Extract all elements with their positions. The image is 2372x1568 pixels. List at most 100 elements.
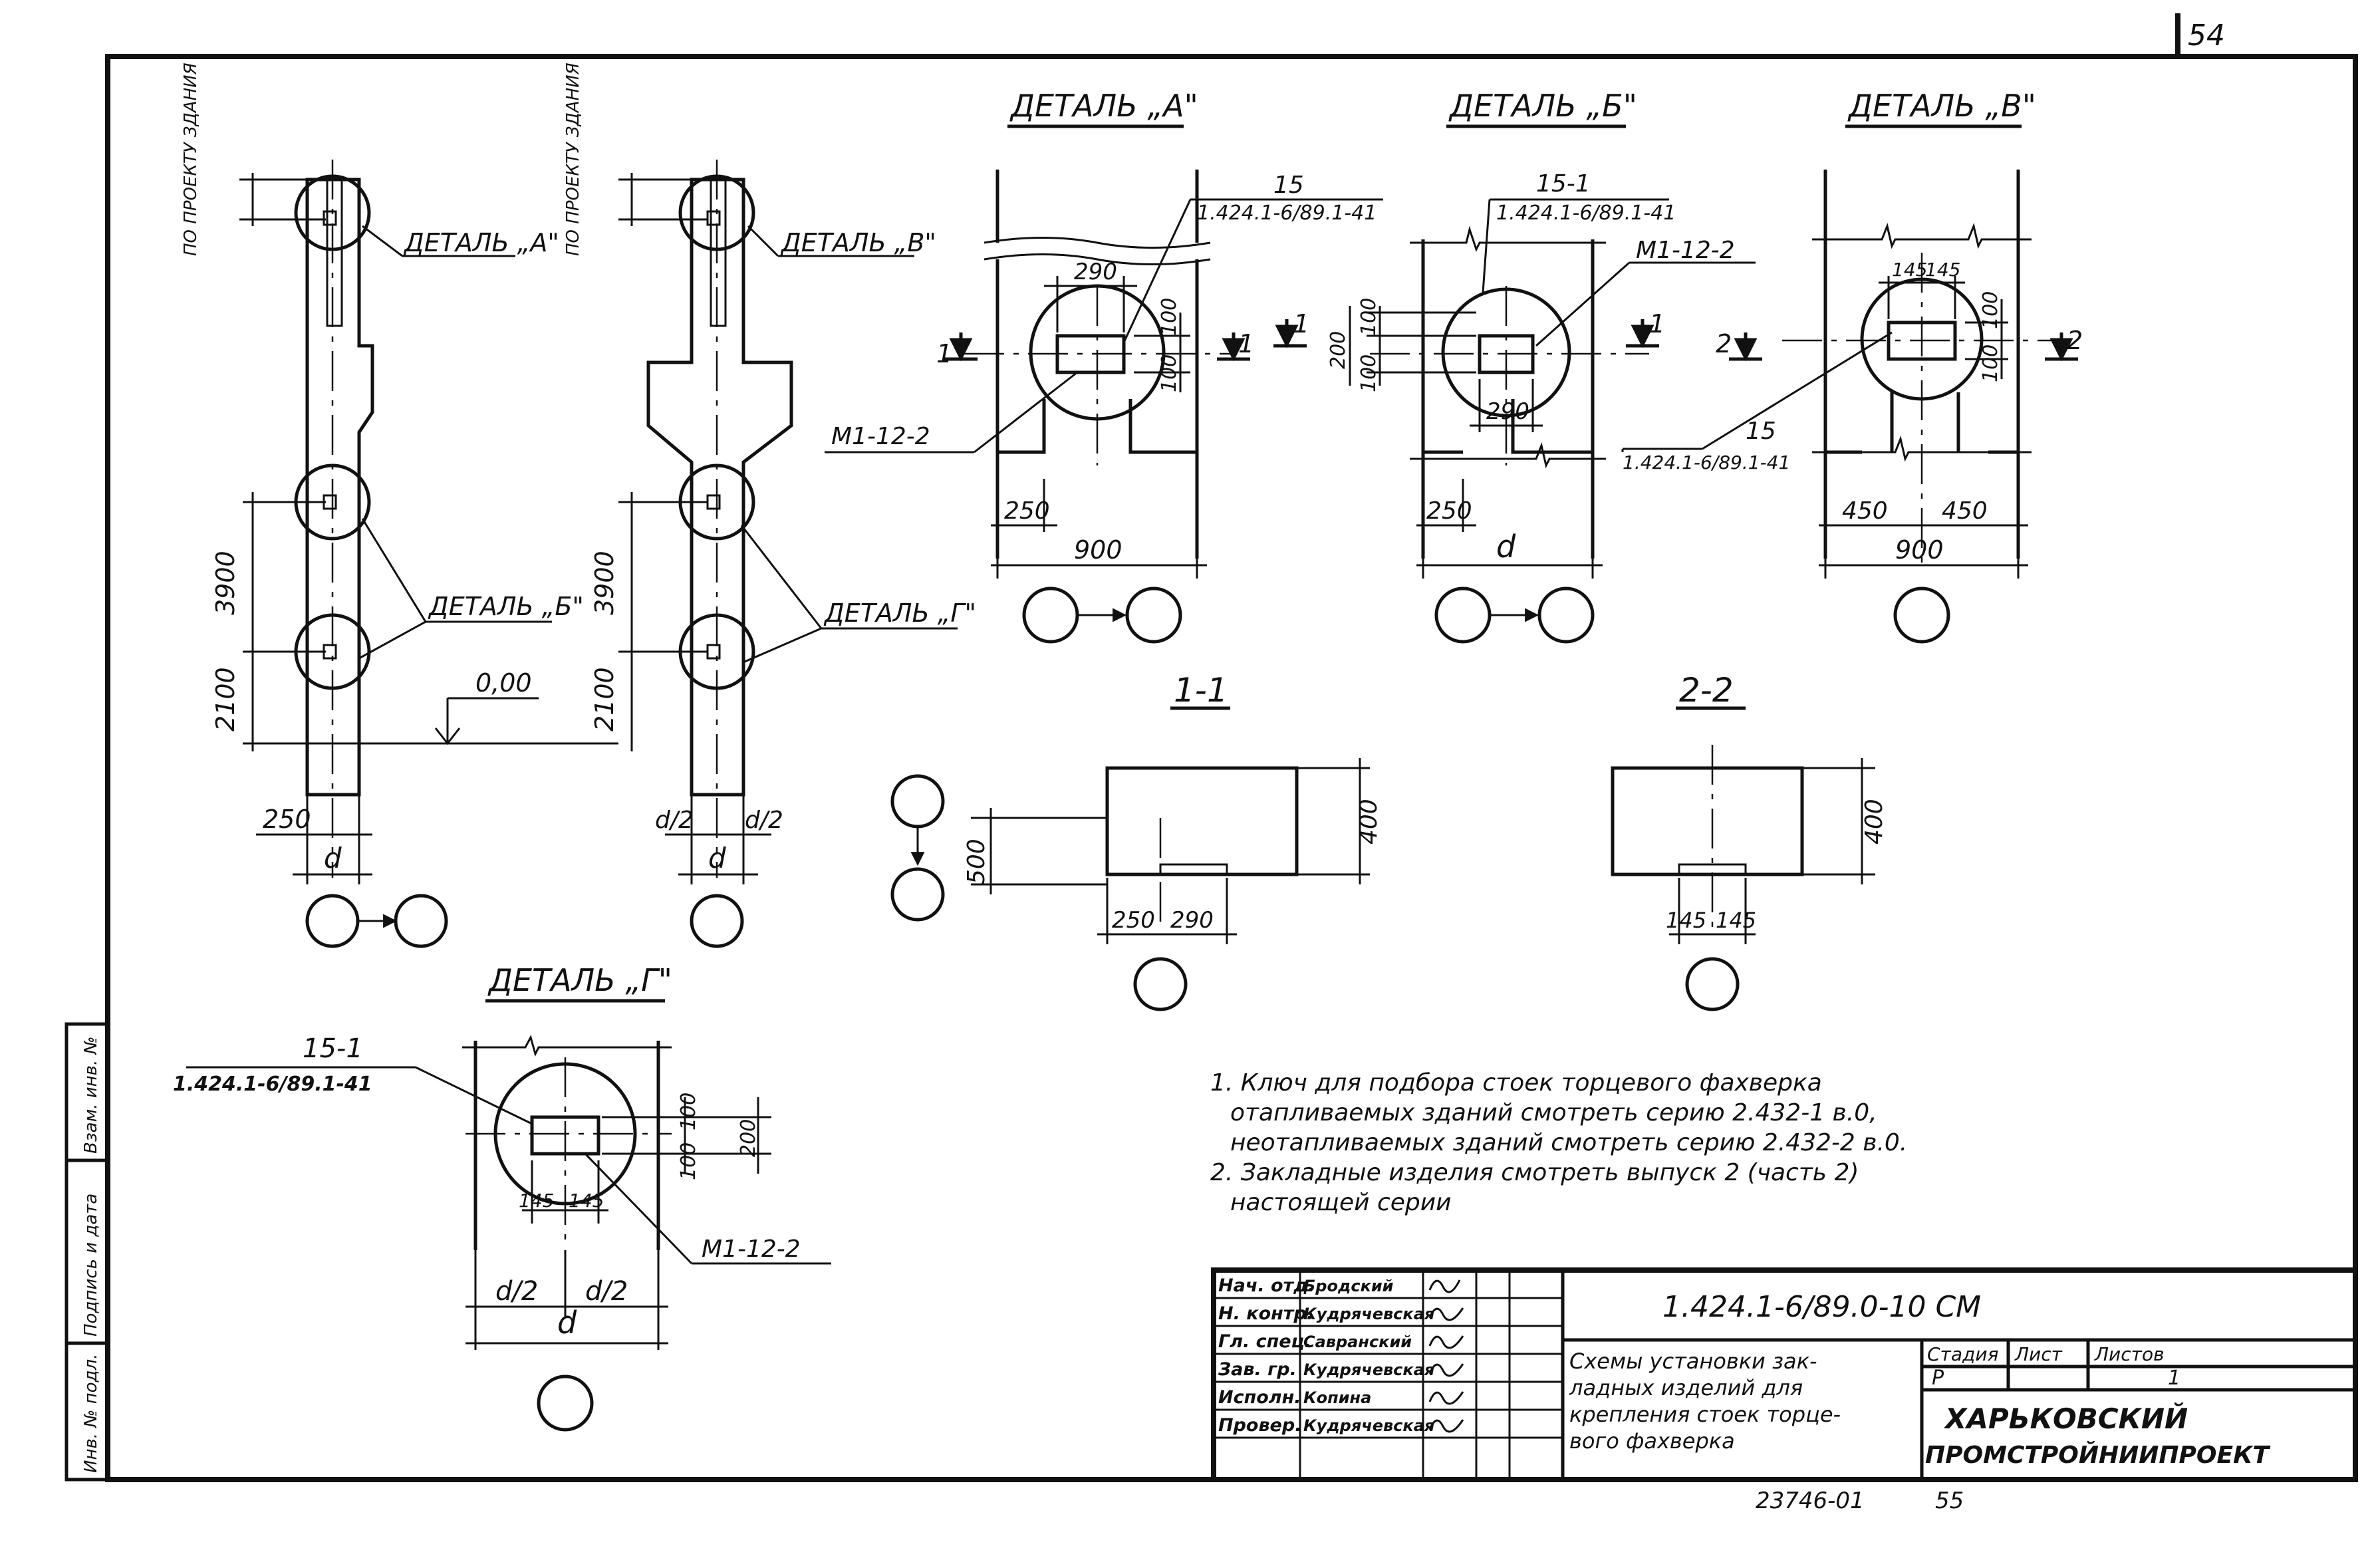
doc-code: 1.424.1-6/89.0-10 СМ [1662,1290,1981,1324]
detail-a-d900: 900 [1074,535,1122,565]
section-11-d250: 250 [1112,907,1155,934]
detail-b-ref-series: 1.424.1-6/89.1-41 [1496,201,1676,225]
role-6: Провер. [1218,1415,1301,1436]
title-block: Нач. отд. Н. контр. Гл. спец. Зав. гр. И… [1211,1267,2358,1482]
detail-g-v1: 100 [677,1093,700,1130]
detail-b: ДЕТАЛЬ „Б" М1-12-2 15-1 1.424.1-6/89.1-4… [1273,88,1756,644]
right-detail-v-label: ДЕТАЛЬ „В" [780,228,936,257]
detail-a-mark: М1-12-2 [831,423,930,450]
detail-b-v2: 100 [1357,354,1381,392]
detail-a-cut-right: 1 [1238,329,1254,358]
section-11-title: 1-1 [1174,671,1228,710]
left-level-mark: 0,00 [475,668,532,698]
left-detail-b-label: ДЕТАЛЬ „Б" [428,592,584,621]
detail-b-cut-right: 1 [1649,309,1665,338]
detail-v-cut-right: 2 [2067,326,2083,355]
detail-a-w-290: 290 [1074,259,1117,285]
sheet-label: Лист [2014,1343,2063,1365]
detail-b-d250: 250 [1426,497,1472,525]
name-5: Копина [1303,1388,1371,1407]
detail-v: ДЕТАЛЬ „В" 145 145 100 100 2 2 15 1.424.… [1621,88,2083,644]
name-1: Бродский [1303,1277,1394,1295]
detail-b-ref-num: 15-1 [1536,170,1591,197]
name-4: Кудрячевская [1303,1361,1434,1379]
org-name-line-2: ПРОМСТРОЙНИИПРОЕКТ [1925,1441,2271,1469]
left-dim-250: 250 [263,805,311,834]
detail-v-v1: 100 [1979,291,2002,329]
detail-v-h1: 145 [1892,259,1927,281]
detail-b-title: ДЕТАЛЬ „Б" [1448,88,1637,124]
detail-g-v2: 100 [677,1142,700,1180]
role-4: Зав. гр. [1218,1359,1297,1380]
section-11-d400: 400 [1355,799,1383,845]
detail-g-ref-num: 15-1 [303,1033,363,1064]
right-dim-3900: 3900 [590,551,619,615]
stamp-replace-inv: Взам. инв. № [81,1036,101,1154]
detail-b-v200: 200 [1327,331,1350,369]
detail-v-ref-series: 1.424.1-6/89.1-41 [1623,452,1790,473]
detail-b-w-290: 290 [1486,398,1529,425]
name-3: Савранский [1303,1333,1412,1351]
left-top-label: ПО ПРОЕКТУ ЗДАНИЯ [181,63,201,256]
left-detail-a-label: ДЕТАЛЬ „А" [403,228,559,257]
detail-a-cut-left: 1 [936,339,952,368]
detail-a-ref-series: 1.424.1-6/89.1-41 [1197,201,1377,225]
detail-v-cut-left: 2 [1716,329,1732,358]
role-2: Н. контр. [1218,1303,1313,1324]
left-dim-d: d [324,842,342,874]
column-right: ПО ПРОЕКТУ ЗДАНИЯ ДЕТАЛЬ „В" ДЕТАЛЬ „Г" … [563,63,976,948]
detail-a-d250: 250 [1004,497,1050,525]
column-left: ПО ПРОЕКТУ ЗДАНИЯ ДЕТАЛЬ „А" ДЕТАЛЬ „Б" … [181,63,618,948]
sheets-value: 1 [2168,1367,2180,1390]
detail-v-v2: 100 [1979,344,2002,382]
footer-page: 55 [1935,1488,1964,1514]
right-dim-2100: 2100 [590,667,619,731]
detail-v-d450b: 450 [1942,497,1988,525]
sheets-label: Листов [2094,1343,2165,1365]
detail-v-h2: 145 [1925,259,1960,281]
stamp-signature-date: Подпись и дата [81,1194,101,1337]
role-5: Исполн. [1218,1387,1301,1408]
stamp-inv-no: Инв. № подл. [81,1354,101,1473]
stage-label: Стадия [1927,1343,1998,1365]
doc-title-line-2: ладных изделий для [1569,1375,1803,1400]
detail-a-v1: 100 [1158,298,1181,336]
detail-g-dim-d: d [557,1305,577,1341]
role-3: Гл. спец. [1218,1331,1311,1352]
right-top-label: ПО ПРОЕКТУ ЗДАНИЯ [563,63,583,256]
right-dim-half-right: d/2 [745,807,783,834]
detail-g: ДЕТАЛЬ „Г" 100 100 200 145 145 15-1 1.42… [173,962,831,1432]
section-1-1: 1-1 400 500 250 290 [890,671,1383,1011]
detail-v-ref-num: 15 [1746,418,1776,445]
section-2-2: 2-2 400 145 145 [1611,671,1888,1011]
section-22-d145a: 145 [1666,908,1706,933]
detail-b-v1: 100 [1357,298,1381,336]
stage-value: Р [1932,1367,1944,1390]
role-1: Нач. отд. [1218,1275,1315,1296]
section-11-d290: 290 [1170,907,1214,934]
detail-v-d450a: 450 [1842,497,1888,525]
sheet-number: 54 [2188,19,2225,53]
doc-title-line-1: Схемы установки зак- [1569,1349,1817,1374]
section-22-d145b: 145 [1716,908,1756,933]
footer-doc-no: 23746-01 [1756,1488,1865,1514]
detail-g-half-right: d/2 [585,1276,628,1307]
note-line-1: 1. Ключ для подбора стоек торцевого фахв… [1210,1069,1822,1097]
detail-a-ref-num: 15 [1273,172,1304,199]
doc-title-line-4: вого фахверка [1569,1428,1735,1454]
note-line-2: отапливаемых зданий смотреть серию 2.432… [1230,1099,1877,1126]
note-line-4: 2. Закладные изделия смотреть выпуск 2 (… [1210,1159,1859,1186]
left-dim-2100: 2100 [211,667,240,731]
detail-g-v200: 200 [737,1119,760,1157]
note-line-5: настоящей серии [1230,1189,1452,1216]
section-22-d400: 400 [1861,799,1888,845]
left-dim-3900: 3900 [211,551,240,615]
detail-g-ref-series: 1.424.1-6/89.1-41 [173,1073,372,1096]
detail-v-d900: 900 [1895,535,1944,565]
signatures [1428,1279,1464,1433]
detail-g-h2: 145 [569,1190,604,1212]
note-line-3: неотапливаемых зданий смотреть серию 2.4… [1230,1129,1907,1156]
section-11-d500: 500 [963,839,990,884]
right-dim-half-left: d/2 [655,807,694,834]
